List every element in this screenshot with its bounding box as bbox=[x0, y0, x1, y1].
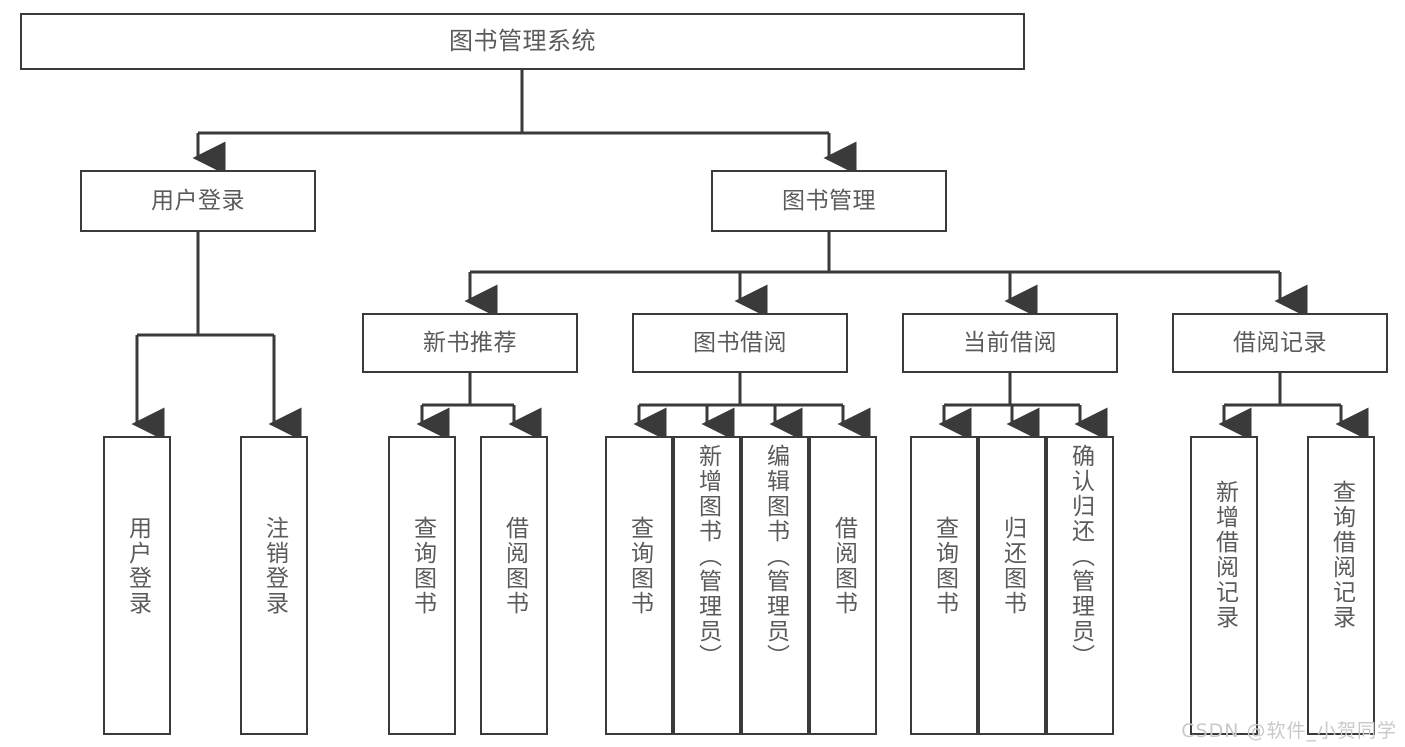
leaf-edit-book-admin[interactable]: 编辑图书（管理员） bbox=[741, 436, 809, 735]
node-label: 注销登录 bbox=[261, 516, 288, 616]
node-label: 查询图书 bbox=[409, 516, 436, 616]
node-label: 借阅图书 bbox=[830, 516, 857, 616]
node-label: 确认归还（管理员） bbox=[1067, 444, 1094, 669]
node-label: 查询图书 bbox=[626, 516, 653, 616]
leaf-user-login[interactable]: 用户登录 bbox=[103, 436, 171, 735]
node-label: 查询借阅记录 bbox=[1328, 480, 1355, 630]
node-label: 新增借阅记录 bbox=[1211, 480, 1238, 630]
leaf-query-book-current[interactable]: 查询图书 bbox=[910, 436, 978, 735]
leaf-query-borrow-record[interactable]: 查询借阅记录 bbox=[1307, 436, 1375, 735]
node-borrow-record[interactable]: 借阅记录 bbox=[1172, 313, 1388, 373]
leaf-query-book-borrow[interactable]: 查询图书 bbox=[605, 436, 673, 735]
leaf-add-borrow-record[interactable]: 新增借阅记录 bbox=[1190, 436, 1258, 735]
node-label: 新增图书（管理员） bbox=[694, 444, 721, 669]
node-label: 借阅图书 bbox=[501, 516, 528, 616]
leaf-return-book[interactable]: 归还图书 bbox=[978, 436, 1046, 735]
node-label: 新书推荐 bbox=[423, 329, 517, 356]
node-label: 用户登录 bbox=[151, 187, 245, 214]
leaf-borrow-book-newrec[interactable]: 借阅图书 bbox=[480, 436, 548, 735]
node-book-borrow[interactable]: 图书借阅 bbox=[632, 313, 848, 373]
node-label: 当前借阅 bbox=[963, 329, 1057, 356]
node-label: 用户登录 bbox=[124, 516, 151, 616]
node-user-login[interactable]: 用户登录 bbox=[80, 170, 316, 232]
leaf-confirm-return-admin[interactable]: 确认归还（管理员） bbox=[1046, 436, 1114, 735]
node-label: 图书管理系统 bbox=[449, 26, 596, 55]
leaf-query-book-newrec[interactable]: 查询图书 bbox=[388, 436, 456, 735]
node-label: 借阅记录 bbox=[1233, 329, 1327, 356]
node-root-book-management-system[interactable]: 图书管理系统 bbox=[20, 13, 1025, 70]
watermark-text: CSDN @软件_小贺同学 bbox=[1181, 720, 1397, 742]
node-label: 图书借阅 bbox=[693, 329, 787, 356]
node-label: 查询图书 bbox=[931, 516, 958, 616]
node-new-book-recommendation[interactable]: 新书推荐 bbox=[362, 313, 578, 373]
node-label: 图书管理 bbox=[782, 187, 876, 214]
leaf-logout-login[interactable]: 注销登录 bbox=[240, 436, 308, 735]
leaf-borrow-book-borrow[interactable]: 借阅图书 bbox=[809, 436, 877, 735]
leaf-add-book-admin[interactable]: 新增图书（管理员） bbox=[673, 436, 741, 735]
node-current-borrow[interactable]: 当前借阅 bbox=[902, 313, 1118, 373]
node-label: 编辑图书（管理员） bbox=[762, 444, 789, 669]
node-label: 归还图书 bbox=[999, 516, 1026, 616]
node-book-management[interactable]: 图书管理 bbox=[711, 170, 947, 232]
